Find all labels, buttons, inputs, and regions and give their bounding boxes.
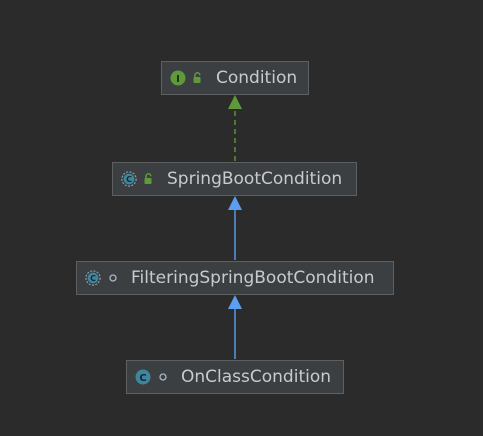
node-label: OnClassCondition: [181, 366, 332, 387]
svg-text:C: C: [126, 175, 132, 184]
package-private-icon: [157, 370, 169, 384]
extends-arrowhead-filtering: [228, 295, 242, 309]
svg-text:I: I: [176, 74, 180, 85]
implements-arrowhead: [228, 95, 242, 109]
interface-icon: I: [170, 70, 186, 86]
public-unlocked-icon: [143, 172, 155, 186]
extends-arrowhead-springboot: [228, 196, 242, 210]
class-icon: C: [135, 369, 151, 385]
node-label: Condition: [216, 67, 298, 88]
svg-text:C: C: [90, 274, 96, 283]
abstract-class-icon: C: [121, 171, 137, 187]
node-onclasscondition[interactable]: C OnClassCondition: [126, 360, 344, 394]
node-label: SpringBootCondition: [167, 168, 343, 189]
node-label: FilteringSpringBootCondition: [131, 267, 375, 288]
node-condition[interactable]: I Condition: [161, 61, 309, 95]
package-private-icon: [107, 271, 119, 285]
node-filteringspringbootcondition[interactable]: C FilteringSpringBootCondition: [76, 261, 394, 295]
node-springbootcondition[interactable]: C SpringBootCondition: [112, 162, 357, 196]
public-unlocked-icon: [192, 71, 204, 85]
svg-text:C: C: [139, 373, 146, 384]
abstract-class-icon: C: [85, 270, 101, 286]
